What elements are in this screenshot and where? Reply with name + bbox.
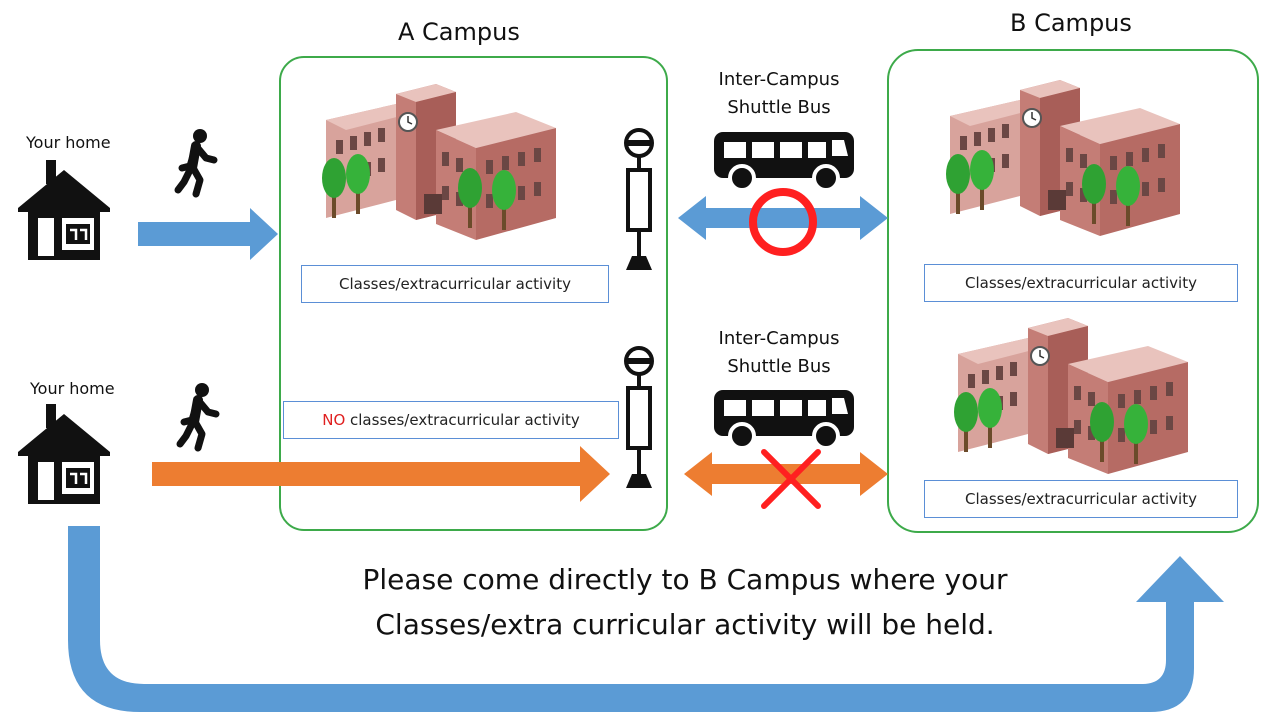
campus-b-frame [887,49,1259,533]
campus-b-title: B Campus [1010,9,1132,37]
arrow-home-to-a-campus-stop [152,446,610,502]
bus-stop-icon [624,346,654,490]
walking-person-icon [180,383,216,448]
bus-stop-icon [624,128,654,272]
classes-label: Classes/extracurricular activity [965,490,1197,508]
bus-icon [712,388,856,450]
no-word: NO [322,411,346,429]
house-icon [16,402,112,506]
instruction-line-1: Please come directly to B Campus where y… [362,563,1008,596]
building-icon [953,317,1189,475]
home-label-route-1: Your home [26,133,111,152]
classes-label: Classes/extracurricular activity [965,274,1197,292]
home-label-route-2: Your home [30,379,115,398]
walking-person-icon [178,129,214,194]
house-icon [16,158,112,262]
circle-icon [749,188,817,256]
building-icon [321,83,557,241]
shuttle-label-line2: Shuttle Bus [727,356,831,377]
b-campus-classes-box-1: Classes/extracurricular activity [924,264,1238,302]
cross-icon [761,449,821,509]
instruction-line-2: Classes/extra curricular activity will b… [375,608,995,641]
bus-icon [712,130,856,192]
building-icon [945,79,1181,237]
arrow-home-to-a-campus [138,208,278,260]
shuttle-label-route-1: Inter-Campus Shuttle Bus [704,66,854,122]
campus-a-title: A Campus [398,18,520,46]
shuttle-label-line1: Inter-Campus [718,69,840,90]
arrow-home-to-b-campus [68,526,1224,712]
shuttle-label-line1: Inter-Campus [718,328,840,349]
shuttle-label-line2: Shuttle Bus [727,97,831,118]
no-classes-label: classes/extracurricular activity [345,411,580,429]
a-campus-classes-box: Classes/extracurricular activity [301,265,609,303]
classes-label: Classes/extracurricular activity [339,275,571,293]
b-campus-classes-box-2: Classes/extracurricular activity [924,480,1238,518]
arrow-shuttle-available [678,196,888,240]
a-campus-no-classes-box: NO classes/extracurricular activity [283,401,619,439]
campus-a-frame [279,56,668,531]
shuttle-label-route-2: Inter-Campus Shuttle Bus [704,325,854,381]
instruction-message: Please come directly to B Campus where y… [300,557,1070,647]
